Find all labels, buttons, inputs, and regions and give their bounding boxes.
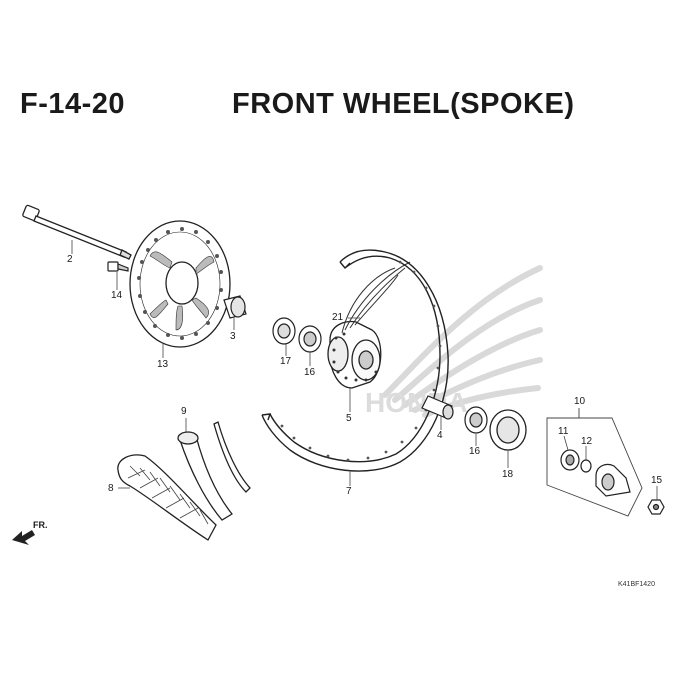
- seal-icon: [272, 317, 296, 345]
- callout-12[interactable]: 12: [581, 436, 593, 447]
- callout-15[interactable]: 15: [651, 475, 663, 486]
- diagram-title: FRONT WHEEL(SPOKE): [232, 88, 575, 120]
- tube-icon: [177, 421, 251, 521]
- collar-icon: [223, 295, 247, 319]
- gearbox-icon: [595, 463, 631, 497]
- callout-11[interactable]: 11: [558, 426, 569, 437]
- callout-2[interactable]: 2: [67, 254, 73, 265]
- callout-9[interactable]: 9: [181, 406, 187, 417]
- front-direction-label: FR.: [33, 520, 48, 530]
- callout-16-right[interactable]: 16: [469, 446, 481, 457]
- hub-icon: [327, 320, 382, 389]
- callout-16-left[interactable]: 16: [304, 367, 316, 378]
- seal-icon: [489, 409, 527, 451]
- callout-3[interactable]: 3: [230, 331, 236, 342]
- brake-disc-icon: [129, 220, 231, 348]
- callout-21[interactable]: 21: [332, 312, 344, 323]
- callout-7[interactable]: 7: [346, 486, 352, 497]
- reference-code: K41BF1420: [618, 581, 655, 588]
- callout-5[interactable]: 5: [346, 413, 352, 424]
- callout-4[interactable]: 4: [437, 430, 443, 441]
- washer-icon: [580, 459, 592, 473]
- bearing-icon: [298, 325, 322, 353]
- gearbox-assembly-bracket: [546, 408, 643, 517]
- tire-icon: [117, 454, 217, 541]
- front-direction-arrow-icon: [12, 530, 35, 545]
- bolt-icon: [107, 261, 129, 272]
- collar-icon: [421, 395, 454, 420]
- nut-icon: [647, 499, 665, 515]
- callout-14[interactable]: 14: [111, 290, 123, 301]
- callout-10[interactable]: 10: [574, 396, 586, 407]
- callout-13[interactable]: 13: [157, 359, 169, 370]
- bearing-icon: [464, 406, 488, 434]
- diagram-code: F-14-20: [20, 88, 126, 120]
- callout-18[interactable]: 18: [502, 469, 514, 480]
- axle-icon: [22, 204, 132, 260]
- callout-8[interactable]: 8: [108, 483, 114, 494]
- callout-17[interactable]: 17: [280, 356, 292, 367]
- spoke-icon: [341, 261, 411, 334]
- gear-icon: [560, 449, 580, 471]
